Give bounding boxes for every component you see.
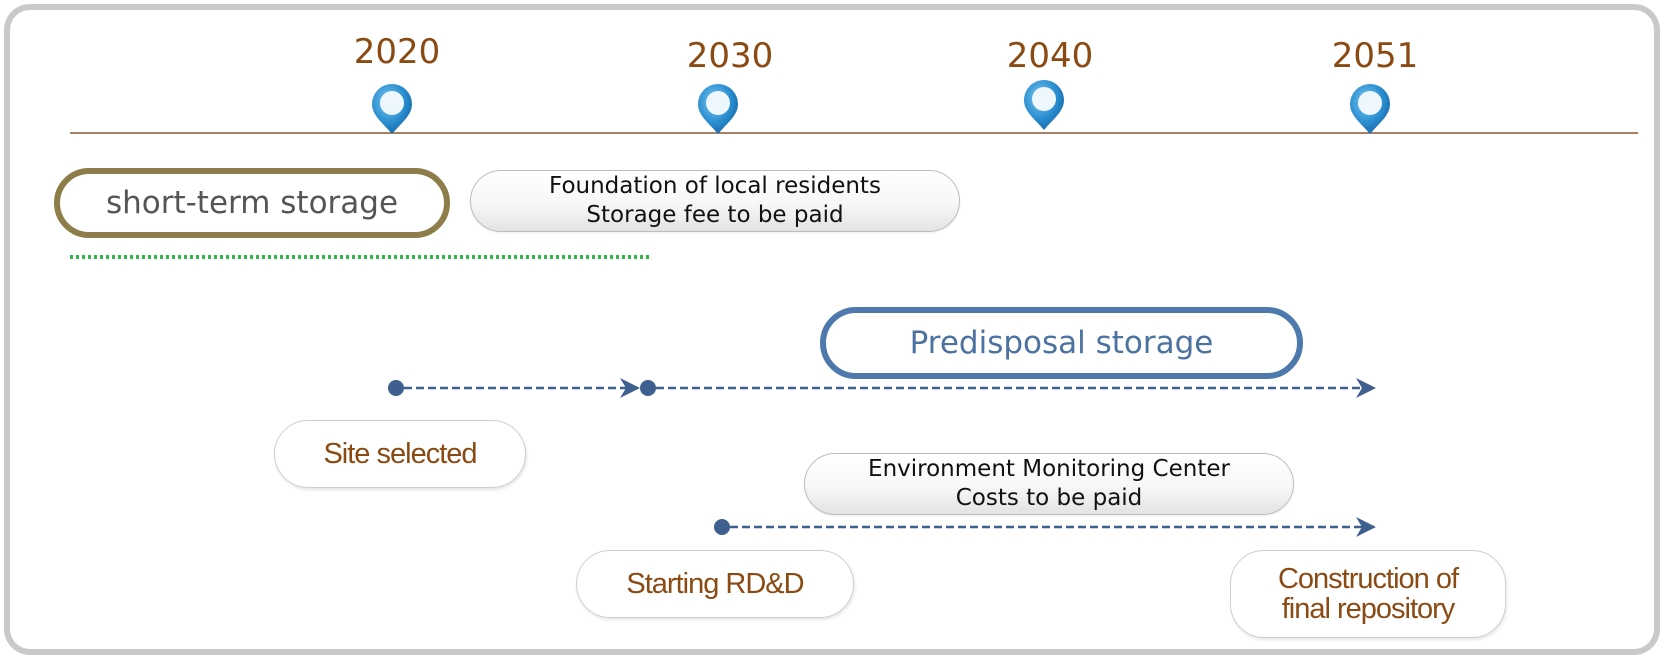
year-2030: 2030 [686,36,774,76]
foundation-line-2: Storage fee to be paid [586,202,844,228]
predisposal-storage-box: Predisposal storage [820,307,1303,379]
predisposal-arrow [640,378,1376,398]
year-2020: 2020 [353,32,441,72]
foundation-box: Foundation of local residents Storage fe… [470,170,960,232]
env-monitoring-line-1: Environment Monitoring Center [868,456,1230,482]
starting-rdd-label: Starting RD&D [626,568,804,600]
construction-line-2: final repository [1281,593,1456,625]
year-2040: 2040 [1006,36,1094,76]
env-monitoring-box: Environment Monitoring Center Costs to b… [804,453,1294,515]
site-selected-box: Site selected [274,420,526,488]
starting-rdd-box: Starting RD&D [576,550,854,618]
construction-box: Construction of final repository [1230,550,1506,638]
env-monitoring-line-2: Costs to be paid [955,485,1143,511]
site-selected-arrow [388,378,640,398]
short-term-storage-box: short-term storage [54,168,450,238]
pin-2020-icon [372,84,412,134]
foundation-line-1: Foundation of local residents [549,173,881,199]
predisposal-storage-label: Predisposal storage [909,325,1214,361]
site-selected-label: Site selected [323,438,477,470]
rdd-arrow [714,517,1376,537]
diagram-frame [4,4,1660,655]
construction-line-1: Construction of [1277,563,1459,595]
pin-2051-icon [1350,84,1390,134]
pin-2040-icon [1024,80,1064,130]
short-term-storage-label: short-term storage [105,185,399,221]
year-2051: 2051 [1331,36,1419,76]
pin-2030-icon [698,84,738,134]
